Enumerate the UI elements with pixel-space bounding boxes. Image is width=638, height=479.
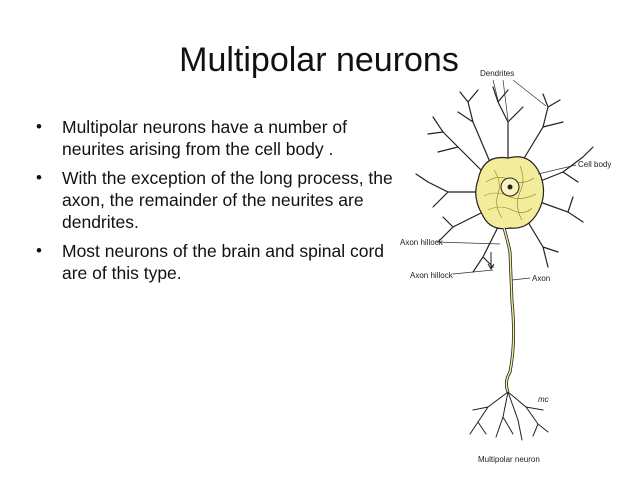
bullet-text: With the exception of the long process, … <box>62 168 393 232</box>
label-cell-body: Cell body <box>578 160 611 169</box>
diagram-caption: Multipolar neuron <box>478 455 540 464</box>
bullet-item: • Most neurons of the brain and spinal c… <box>30 240 395 284</box>
axon-terminals <box>469 391 549 441</box>
arrow-down-icon <box>487 252 495 270</box>
label-signature: mc <box>538 395 549 404</box>
bullet-item: • With the exception of the long process… <box>30 167 395 233</box>
leader-lines <box>435 79 577 281</box>
neuron-diagram: Dendrites Cell body Axon hillock Axon hi… <box>400 69 611 464</box>
dendrite-branches <box>415 86 594 273</box>
label-axon-hillock-2: Axon hillock <box>410 271 454 280</box>
bullet-list: • Multipolar neurons have a number of ne… <box>30 116 395 291</box>
bullet-text: Most neurons of the brain and spinal cor… <box>62 241 384 283</box>
slide-title: Multipolar neurons <box>179 41 459 79</box>
bullet-item: • Multipolar neurons have a number of ne… <box>30 116 395 160</box>
label-dendrites: Dendrites <box>480 69 514 78</box>
label-axon: Axon <box>532 274 550 283</box>
bullet-text: Multipolar neurons have a number of neur… <box>62 117 348 159</box>
bullet-icon: • <box>36 168 42 187</box>
label-axon-hillock-1: Axon hillock <box>400 238 444 247</box>
nucleolus-dot <box>507 184 513 190</box>
bullet-icon: • <box>36 241 42 260</box>
bullet-icon: • <box>36 117 42 136</box>
